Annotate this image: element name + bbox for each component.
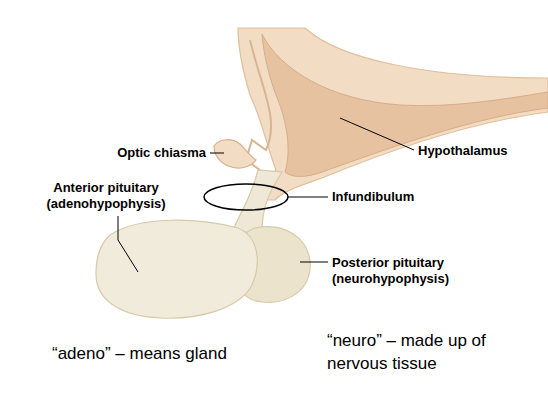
- part-label: Infundibulum: [332, 189, 452, 205]
- leader-line: [300, 262, 328, 263]
- infundibulum-circle: [204, 184, 288, 210]
- infundibulum-stalk: [232, 170, 282, 232]
- leader-line: [210, 153, 224, 154]
- anterior-lobe: [96, 220, 257, 318]
- part-label: Hypothalamus: [418, 143, 543, 159]
- leader-line: [288, 197, 328, 198]
- hypothalamus-region: [262, 34, 548, 177]
- brain-tissue: [238, 28, 548, 200]
- part-label: Posterior pituitary (neurohypophysis): [332, 255, 482, 286]
- note-text: “adeno” – means gland: [52, 343, 292, 366]
- note-text: “neuro” – made up of nervous tissue: [327, 330, 543, 376]
- part-label: Optic chiasma: [70, 145, 206, 161]
- optic-chiasma-shape: [214, 140, 256, 168]
- ventricle-wall: [246, 40, 271, 170]
- leader-line: [118, 216, 138, 272]
- part-label: Anterior pituitary (adenohypophysis): [36, 180, 176, 211]
- leader-line: [340, 118, 414, 150]
